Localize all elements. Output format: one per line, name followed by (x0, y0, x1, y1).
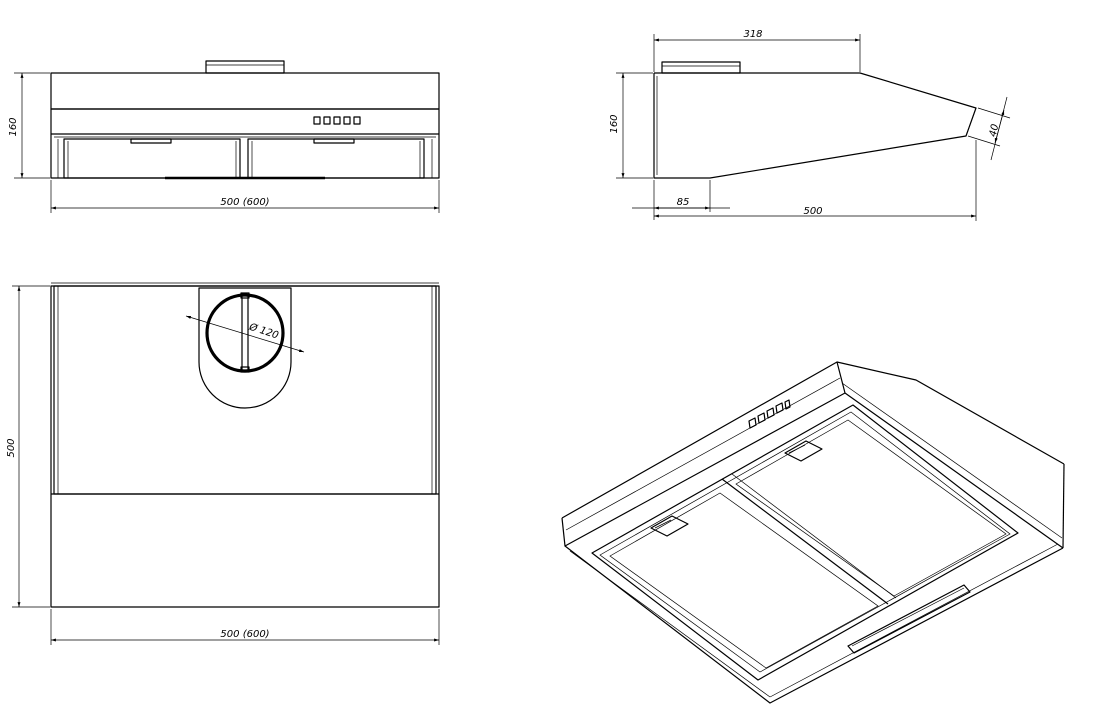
side-top-depth-dim: 318 (743, 29, 762, 40)
side-view: 318 160 40 85 500 (609, 29, 1011, 221)
iso-control-buttons (748, 399, 791, 429)
top-width-dim: 500 (600) (220, 629, 269, 640)
top-view: Ø 120 500 500 (600) (6, 282, 440, 645)
front-width-dim: 500 (600) (220, 197, 269, 208)
side-depth-dim: 500 (803, 206, 822, 217)
front-height-dim: 160 (8, 117, 19, 136)
side-height-dim: 160 (609, 114, 620, 133)
side-front-edge-dim: 40 (988, 123, 1001, 138)
control-buttons (313, 116, 361, 125)
isometric-view (561, 361, 1065, 704)
side-offset-dim: 85 (677, 197, 690, 208)
front-view: 160 500 (600) (8, 60, 440, 213)
top-diameter-dim: Ø 120 (247, 320, 280, 341)
top-depth-dim: 500 (6, 438, 17, 457)
